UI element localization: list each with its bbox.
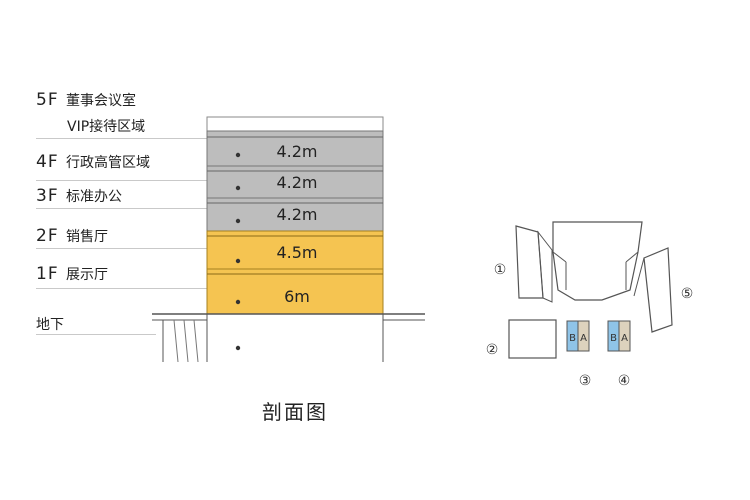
- height-label: 6m: [284, 287, 310, 306]
- building-1: [515, 225, 544, 299]
- floor-label-2f: 2F 销售厅: [36, 226, 108, 246]
- building-main: [552, 221, 643, 301]
- floor-id: 4F: [36, 152, 59, 172]
- floor-name: 标准办公: [66, 189, 122, 205]
- floor-label-5f: 5F 董事会议室: [36, 90, 136, 110]
- basement-label: 地下: [36, 317, 64, 333]
- floor-name: 行政高管区域: [66, 155, 150, 171]
- building-number: ③: [579, 373, 592, 389]
- divider: [36, 334, 156, 335]
- floor-id: 3F: [36, 186, 59, 206]
- floor-id: 1F: [36, 264, 59, 284]
- building-number: ④: [618, 373, 631, 389]
- divider: [36, 288, 210, 289]
- divider: [36, 248, 210, 249]
- height-label: 4.5m: [276, 243, 317, 262]
- unit-3-a: [577, 320, 590, 352]
- height-label: 4.2m: [276, 142, 317, 161]
- floor-id: 5F: [36, 90, 59, 110]
- floor-name: 展示厅: [66, 267, 108, 283]
- height-label: 4.2m: [276, 173, 317, 192]
- unit-4-a: [618, 320, 631, 352]
- building-2: [508, 319, 557, 359]
- drawing-caption: 剖面图: [262, 400, 328, 424]
- building-number: ②: [486, 342, 499, 358]
- floor-id: 2F: [36, 226, 59, 246]
- building-5: [643, 247, 673, 333]
- building-number: ⑤: [681, 286, 694, 302]
- unit-letter: A: [580, 333, 587, 344]
- floor-name: 销售厅: [66, 229, 108, 245]
- floor-name: 董事会议室: [66, 93, 136, 109]
- building-number: ①: [494, 262, 507, 278]
- divider: [36, 208, 210, 209]
- height-label: 4.2m: [276, 205, 317, 224]
- divider: [36, 180, 210, 181]
- unit-letter: A: [621, 333, 628, 344]
- floor-label-4f: 4F 行政高管区域: [36, 152, 150, 172]
- unit-letter: B: [610, 333, 617, 344]
- unit-letter: B: [569, 333, 576, 344]
- floor-label-1f: 1F 展示厅: [36, 264, 108, 284]
- divider: [36, 138, 210, 139]
- floor-5f-sublabel: VIP接待区域: [67, 119, 146, 135]
- floor-label-3f: 3F 标准办公: [36, 186, 122, 206]
